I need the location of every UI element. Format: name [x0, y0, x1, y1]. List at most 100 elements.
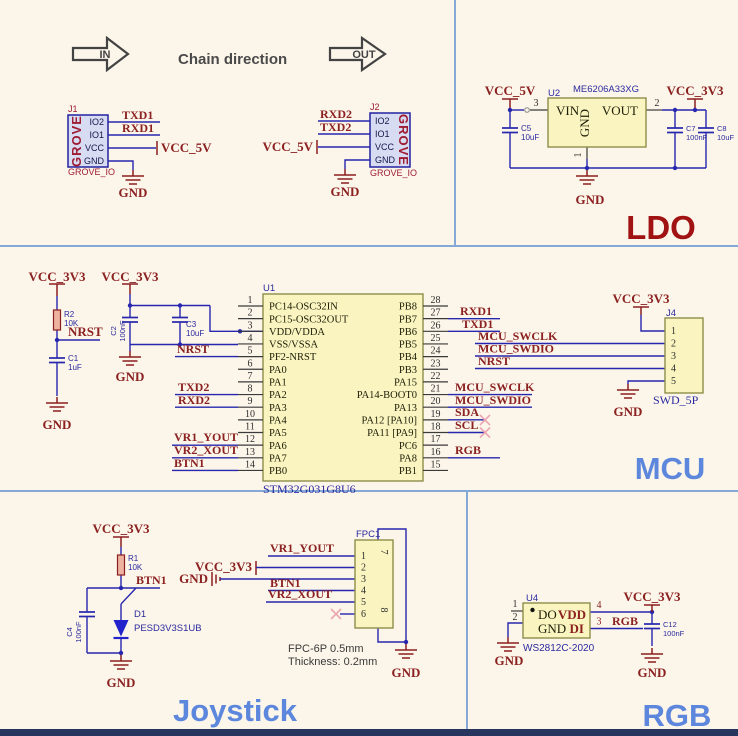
chain-section: IN OUT Chain direction J1 GROVE IO2 IO1 … — [67, 35, 417, 200]
c2-val: 100nF — [118, 320, 127, 342]
j1-pin-io1: IO1 — [89, 130, 104, 140]
c12-ref: C12 — [663, 620, 677, 629]
d1-ref: D1 — [134, 609, 146, 620]
fpc-pin8-num: 8 — [378, 608, 389, 613]
u2-pin1-num: 1 — [573, 153, 584, 158]
fpc-pin-number: 5 — [361, 597, 366, 608]
u1-right-pin-name: PA13 — [394, 403, 417, 414]
u1-left-pin-number: 10 — [245, 409, 255, 420]
resistor-r2[interactable] — [52, 309, 62, 331]
u1-right-net-wires — [448, 317, 532, 459]
u2-pin-vin: VIN — [556, 103, 580, 118]
u4-pin-di: DI — [570, 621, 584, 636]
j4-wires — [475, 315, 665, 399]
r2-ref: R2 — [64, 310, 75, 319]
u1-left-pin-name: PA3 — [269, 403, 287, 414]
fpc-pin-number: 2 — [361, 563, 366, 574]
u1-left-pin-name: PA1 — [269, 378, 287, 389]
j2-wires — [316, 120, 370, 184]
footer-bar — [0, 729, 738, 736]
u1-left-pin-number: 4 — [248, 333, 253, 344]
gnd-label: GND — [331, 184, 360, 199]
c7-val: 100nF — [686, 133, 708, 142]
net-label-txd1: TXD1 — [122, 108, 153, 122]
resistor-r1[interactable] — [116, 554, 126, 576]
mcu-section: VCC_3V3 R2 10K NRST C1 1uF GND VCC_3V3 — [28, 269, 705, 496]
j4-ref: J4 — [666, 308, 676, 319]
u1-right-pin-number: 19 — [431, 409, 441, 420]
u1-left-pin-name: PC14-OSC32IN — [269, 302, 338, 313]
u2-part: ME6206A33XG — [573, 84, 639, 95]
regulator-u2[interactable]: U2 ME6206A33XG VIN VOUT GND 3 2 1 — [534, 84, 660, 158]
joystick-section-title: Joystick — [173, 693, 298, 728]
u4-pin3-num: 3 — [597, 617, 602, 628]
u1-right-pin-number: 27 — [431, 308, 441, 319]
connector-j2[interactable]: J2 GROVE IO2 IO1 VCC GND GROVE_IO — [369, 102, 417, 178]
u1-left-pin-name: VSS/VSSA — [269, 340, 318, 351]
joystick-section: VCC_3V3 R1 10K BTN1 C4 100nF D1 PESD3V3S… — [65, 521, 420, 728]
diode-d1[interactable] — [113, 620, 129, 640]
capacitor-c5[interactable] — [501, 127, 519, 134]
connector-j1[interactable]: J1 GROVE IO2 IO1 VCC GND GROVE_IO — [67, 104, 115, 177]
u1-left-pin-name: PC15-OSC32OUT — [269, 314, 349, 325]
u1-right-pin-name: PA12 [PA10] — [361, 415, 417, 426]
u1-right-pin-name: PB3 — [399, 365, 417, 376]
c3-ref: C3 — [186, 320, 197, 329]
u1-right-pin-number: 22 — [431, 371, 441, 382]
capacitor-c12[interactable] — [643, 623, 661, 630]
capacitor-c7[interactable] — [666, 127, 684, 134]
u1-left-pin-name: PA5 — [269, 428, 287, 439]
u1-right-pin-number: 15 — [431, 459, 441, 470]
capacitor-c8[interactable] — [697, 127, 715, 134]
u1-left-pin-name: PB0 — [269, 466, 287, 477]
net-label-rxd2: RXD2 — [320, 107, 352, 121]
j2-pin-io1: IO1 — [375, 129, 390, 139]
u1-right-pin-name: PC6 — [399, 441, 417, 452]
capacitor-c4[interactable] — [78, 611, 96, 618]
net-label-swclk: MCU_SWCLK — [478, 329, 558, 343]
mcu-u1[interactable]: U1 STM32G031G8U6 1PC14-OSC32IN28PB82PC15… — [238, 283, 448, 496]
j4-pin-number: 1 — [671, 326, 676, 337]
power-label-vcc5v: VCC_5V — [485, 83, 536, 98]
u2-pin3-num: 3 — [534, 98, 539, 109]
net-label-swdio: MCU_SWDIO — [478, 342, 554, 356]
u1-right-pin-number: 28 — [431, 295, 441, 306]
net-label-nrst: NRST — [478, 354, 510, 368]
fpc-note-2: Thickness: 0.2mm — [288, 656, 377, 668]
fpc-note-1: FPC-6P 0.5mm — [288, 643, 364, 655]
u1-left-pin-number: 14 — [245, 459, 255, 470]
gnd-label: GND — [638, 665, 667, 680]
capacitor-c1[interactable] — [48, 357, 66, 364]
in-arrow-label: IN — [100, 49, 111, 61]
power-label-vcc5v: VCC_5V — [161, 140, 212, 155]
j1-grove-label: GROVE — [69, 115, 84, 167]
c1-ref: C1 — [68, 354, 79, 363]
net-label-sda: SDA — [455, 405, 479, 419]
no-connect-icon — [479, 414, 491, 439]
led-u4[interactable]: U4 DO VDD GND DI 1 2 4 3 WS2812C-2020 — [513, 593, 602, 654]
j4-part: SWD_5P — [653, 393, 699, 407]
joystick-wires — [86, 547, 160, 670]
gnd-label: GND — [119, 185, 148, 200]
net-label-vr1-yout: VR1_YOUT — [174, 430, 238, 444]
fpc-pin-number: 6 — [361, 609, 366, 620]
net-label-rgb: RGB — [612, 614, 638, 628]
u4-pin-vdd: VDD — [558, 607, 586, 622]
net-label-nrst: NRST — [68, 324, 103, 339]
u1-right-pin-name: PA15 — [394, 378, 417, 389]
u1-right-pin-number: 25 — [431, 333, 441, 344]
u1-left-pin-number: 11 — [245, 422, 255, 433]
j4-pin-number: 3 — [671, 351, 676, 362]
j1-pin-vcc: VCC — [85, 143, 105, 153]
ldo-section-title: LDO — [626, 209, 696, 246]
c2-ref: C2 — [109, 326, 118, 336]
rgb-section-title: RGB — [643, 698, 712, 733]
c8-ref: C8 — [717, 124, 727, 133]
net-label-txd2: TXD2 — [320, 120, 351, 134]
power-label-vcc5v: VCC_5V — [262, 139, 313, 154]
j4-pin-number: 2 — [671, 339, 676, 350]
power-label-vcc3v3: VCC_3V3 — [666, 83, 724, 98]
